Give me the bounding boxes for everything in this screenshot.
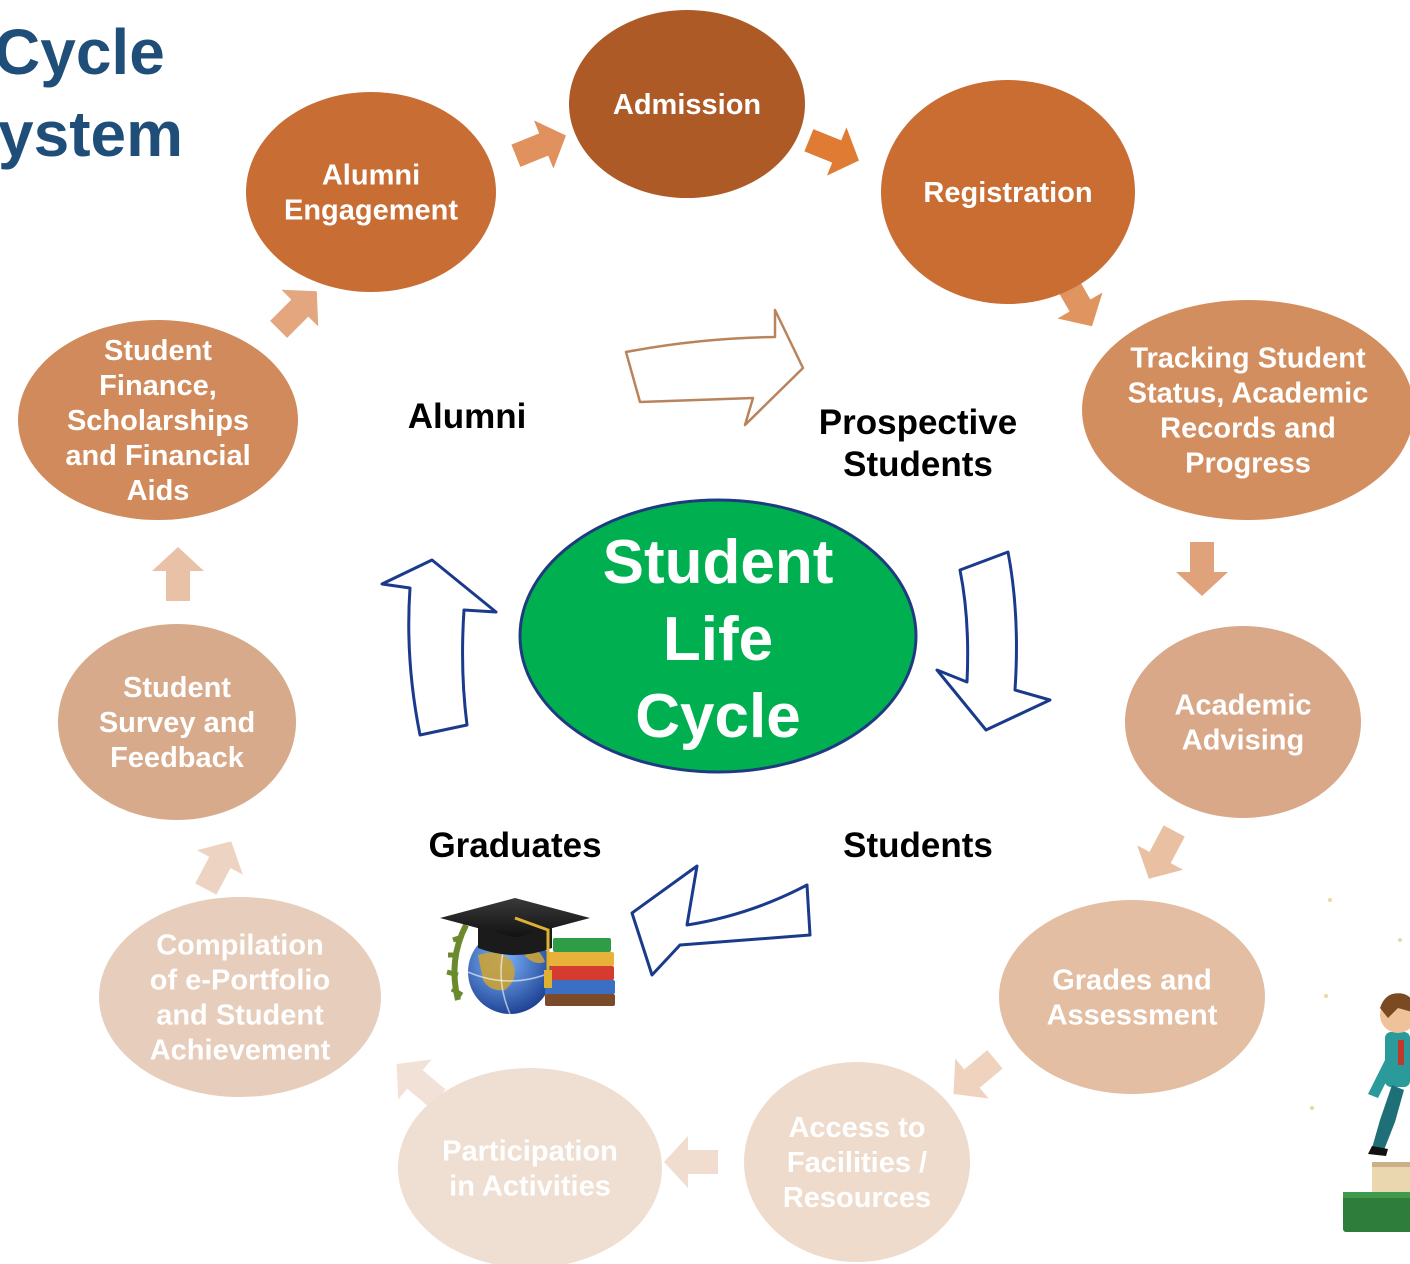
center-label-line-1: Student [603, 528, 834, 597]
inner-arrows [380, 308, 1052, 977]
phase-label-graduates: Graduates [428, 826, 601, 865]
stage-ellipse-survey [58, 624, 296, 820]
student-climbing-books-illustration [1310, 898, 1410, 1232]
stage-label-finance-line-2: Finance, [99, 370, 217, 402]
stage-label-finance-line-5: Aids [127, 475, 190, 507]
phase-labels: Alumni Prospective Students Students Gra… [408, 397, 1018, 865]
stage-ellipse-advising [1125, 626, 1361, 818]
title-line-2: ystem [0, 98, 183, 170]
stage-ellipse-registration [881, 80, 1135, 304]
stage-label-registration-line-1: Registration [923, 177, 1092, 209]
stage-label-alumni-engagement-line-1: Alumni [322, 160, 420, 192]
arrow-survey-to-finance [152, 547, 204, 601]
center-ellipse [518, 498, 918, 774]
stage-label-activities-line-1: Participation [442, 1136, 618, 1168]
stage-label-advising-line-2: Advising [1182, 725, 1304, 757]
phase-label-prospective-line-2: Students [843, 445, 993, 484]
stage-label-finance-line-1: Student [104, 335, 212, 367]
stage-label-tracking-line-3: Records and [1160, 413, 1336, 445]
stage-label-alumni-engagement-line-2: Engagement [284, 195, 458, 227]
arrow-eportfolio-to-survey [195, 841, 243, 895]
stage-label-eportfolio-line-1: Compilation [156, 930, 324, 962]
stage-label-tracking-line-1: Tracking Student [1130, 343, 1366, 375]
stage-ellipse-grades [999, 900, 1265, 1094]
stage-label-grades-line-2: Assessment [1047, 1000, 1218, 1032]
phase-label-students: Students [843, 826, 993, 865]
arrow-facilities-to-activities [664, 1136, 718, 1188]
stage-label-facilities-line-3: Resources [783, 1182, 931, 1214]
stage-ellipse-facilities [744, 1062, 970, 1262]
stage-label-eportfolio-line-4: Achievement [150, 1035, 331, 1067]
stage-label-survey-line-3: Feedback [110, 742, 245, 774]
stage-ellipse-admission [569, 10, 805, 198]
stage-ellipse-alumni-engagement [246, 92, 496, 292]
stage-label-tracking-line-4: Progress [1185, 448, 1311, 480]
phase-label-alumni: Alumni [408, 397, 527, 436]
stage-label-eportfolio-line-2: of e-Portfolio [150, 965, 330, 997]
arrow-advising-to-grades [1137, 825, 1185, 879]
stage-label-finance-line-4: and Financial [65, 440, 250, 472]
stage-label-survey-line-2: Survey and [99, 707, 255, 739]
stage-label-admission-line-1: Admission [613, 89, 761, 121]
stage-label-finance-line-3: Scholarships [67, 405, 249, 437]
stage-label-advising-line-1: Academic [1174, 690, 1311, 722]
center-label-line-2: Life [663, 605, 773, 674]
stage-label-survey-line-1: Student [123, 672, 231, 704]
arrow-activities-to-eportfolio [396, 1059, 446, 1108]
center-label-line-3: Cycle [635, 682, 800, 751]
phase-label-prospective-line-1: Prospective [819, 403, 1017, 442]
stage-ellipse-activities [398, 1068, 662, 1264]
center-node: Student Life Cycle [518, 498, 918, 774]
stage-label-activities-line-2: in Activities [449, 1171, 611, 1203]
arrow-finance-to-alumni [270, 289, 319, 338]
arrow-tracking-to-advising [1176, 542, 1228, 596]
stage-node-registration: Registration [881, 80, 1135, 304]
stage-node-admission: Admission [569, 10, 805, 198]
arrow-graduates-to-alumni [380, 558, 498, 737]
arrow-prospective-to-students [935, 550, 1052, 732]
stage-ellipse-tracking [1082, 300, 1410, 520]
stage-label-facilities-line-1: Access to [788, 1112, 925, 1144]
title-line-1: Cycle [0, 16, 165, 88]
arrow-admission-to-registration [804, 127, 859, 176]
arrow-grades-to-facilities [953, 1050, 1003, 1099]
arrow-alumni-to-prospective [624, 308, 805, 427]
stage-label-tracking-line-2: Status, Academic [1128, 378, 1369, 410]
arrow-students-to-graduates [630, 864, 812, 977]
stage-ellipse-finance [18, 320, 298, 520]
stage-label-grades-line-1: Grades and [1052, 965, 1212, 997]
stage-ellipse-eportfolio [99, 897, 381, 1097]
graduation-cap-globe-books-icon [440, 898, 615, 1015]
arrow-alumni-to-admission [511, 120, 566, 169]
outer-arrows [152, 120, 1228, 1188]
stage-label-eportfolio-line-3: and Student [156, 1000, 324, 1032]
stage-label-facilities-line-2: Facilities / [787, 1147, 927, 1179]
